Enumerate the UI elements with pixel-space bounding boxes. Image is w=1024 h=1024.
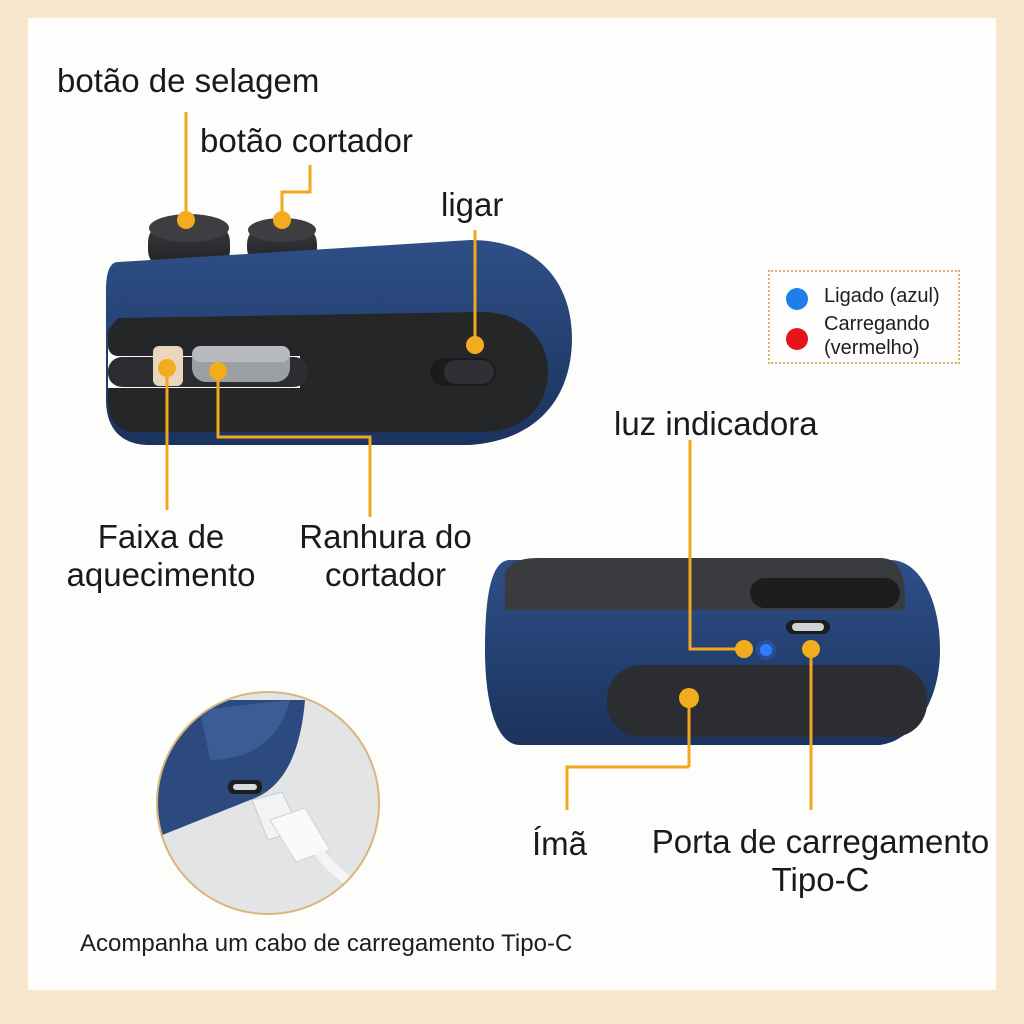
label-cutter-button: botão cortador — [200, 122, 413, 159]
sealer-side-view — [106, 214, 572, 445]
label-power: ligar — [441, 186, 504, 223]
red-dot-icon — [786, 328, 808, 350]
callout-lines — [165, 112, 813, 810]
label-magnet: Ímã — [532, 825, 588, 862]
label-indicator-light: luz indicadora — [614, 405, 818, 442]
cable-caption: Acompanha um cabo de carregamento Tipo-C — [80, 930, 573, 957]
legend-item-charging: Carregando (vermelho) — [786, 312, 930, 360]
cable-inset — [156, 691, 380, 915]
legend-item-on: Ligado (azul) — [786, 284, 940, 310]
label-sealing-button: botão de selagem — [57, 62, 320, 99]
indicator-legend: Ligado (azul) Carregando (vermelho) — [768, 270, 960, 364]
label-heating-strip: Faixa de aquecimento — [66, 518, 256, 593]
indicator-led — [760, 644, 772, 656]
sealer-top-view — [485, 558, 940, 745]
blue-dot-icon — [786, 288, 808, 310]
label-charging-port: Porta de carregamento Tipo-C — [651, 823, 990, 898]
callout-dots — [158, 211, 820, 708]
label-cutter-slot: Ranhura do cortador — [299, 518, 472, 593]
